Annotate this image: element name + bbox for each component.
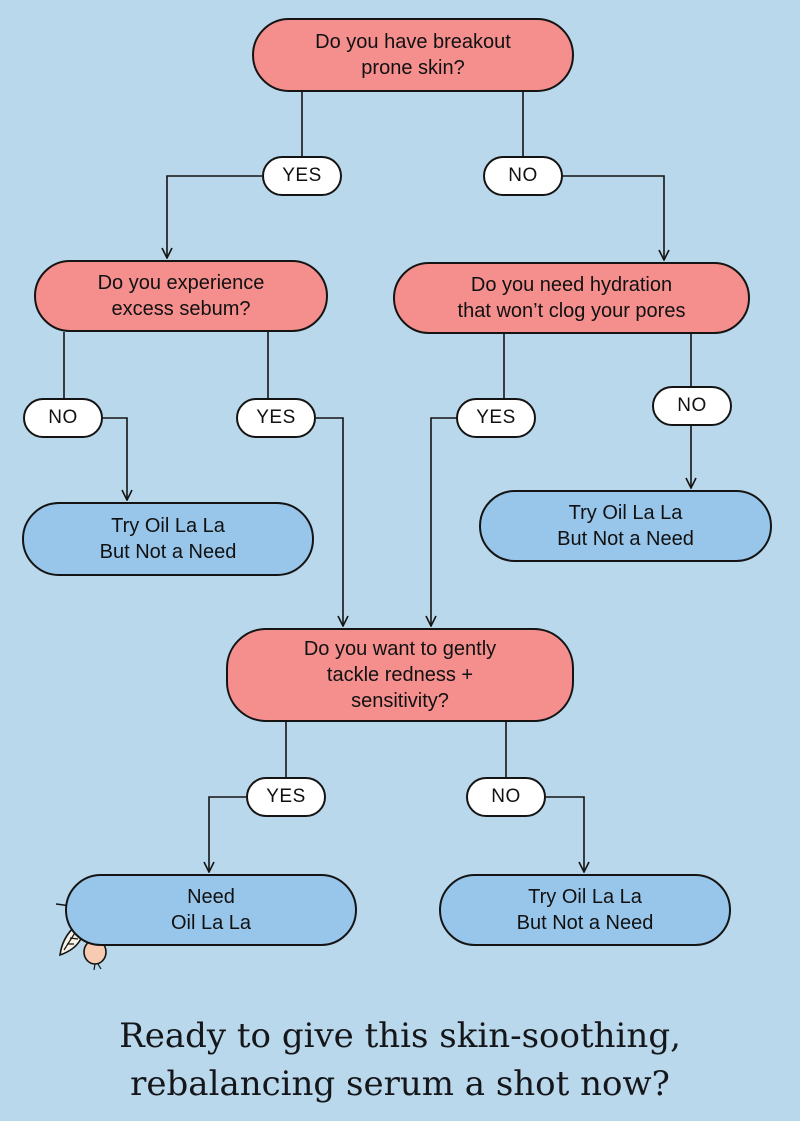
label-no-q2: NO bbox=[23, 398, 103, 438]
label-yes-q3: YES bbox=[456, 398, 536, 438]
node-text-line: Do you need hydration bbox=[470, 274, 673, 296]
node-text-line: prone skin? bbox=[361, 57, 465, 79]
label-yes-q2: YES bbox=[236, 398, 316, 438]
answer-try-not-need-bottom: Try Oil La La But Not a Need bbox=[439, 874, 731, 946]
node-text-line: Try Oil La La bbox=[568, 502, 683, 524]
arrow-no-a4 bbox=[546, 796, 584, 872]
node-text-line: But Not a Need bbox=[99, 541, 237, 563]
call-to-action: Ready to give this skin-soothing, rebala… bbox=[0, 1012, 800, 1108]
node-text-line: excess sebum? bbox=[111, 298, 251, 320]
question-excess-sebum: Do you experience excess sebum? bbox=[34, 260, 328, 332]
node-text-line: Oil La La bbox=[170, 912, 252, 934]
label-yes-q1: YES bbox=[262, 156, 342, 196]
question-breakout-prone: Do you have breakout prone skin? bbox=[252, 18, 574, 92]
node-text-line: that won’t clog your pores bbox=[457, 300, 686, 322]
label-no-q3: NO bbox=[652, 386, 732, 426]
node-text-line: Try Oil La La bbox=[528, 886, 642, 908]
node-text-line: But Not a Need bbox=[557, 528, 694, 550]
answer-try-not-need-left: Try Oil La La But Not a Need bbox=[22, 502, 314, 576]
arrow-yes-a3 bbox=[209, 796, 246, 872]
arrow-yes-q2 bbox=[167, 175, 262, 258]
node-text-line: Need bbox=[187, 886, 235, 908]
node-text-line: Try Oil La La bbox=[111, 515, 225, 537]
arrow-no-a1 bbox=[103, 417, 127, 500]
node-text-line: Do you want to gently bbox=[303, 638, 497, 660]
cta-line: rebalancing serum a shot now? bbox=[130, 1064, 670, 1104]
node-text-line: tackle redness + bbox=[326, 664, 474, 686]
question-hydration: Do you need hydration that won’t clog yo… bbox=[393, 262, 750, 334]
answer-try-not-need-right: Try Oil La La But Not a Need bbox=[479, 490, 772, 562]
node-text-line: sensitivity? bbox=[351, 690, 449, 712]
label-yes-q4: YES bbox=[246, 777, 326, 817]
label-no-q1: NO bbox=[483, 156, 563, 196]
node-text-line: Do you have breakout bbox=[315, 31, 511, 53]
arrow-yes-q4-right bbox=[431, 417, 458, 626]
question-redness-sensitivity: Do you want to gently tackle redness + s… bbox=[226, 628, 574, 722]
label-no-q4: NO bbox=[466, 777, 546, 817]
cta-line: Ready to give this skin-soothing, bbox=[119, 1016, 681, 1056]
arrow-yes-q4-left bbox=[316, 417, 343, 626]
arrow-no-q3 bbox=[562, 175, 664, 260]
node-text-line: But Not a Need bbox=[516, 912, 654, 934]
answer-need-oil-la-la: Need Oil La La bbox=[65, 874, 357, 946]
node-text-line: Do you experience bbox=[97, 272, 265, 294]
